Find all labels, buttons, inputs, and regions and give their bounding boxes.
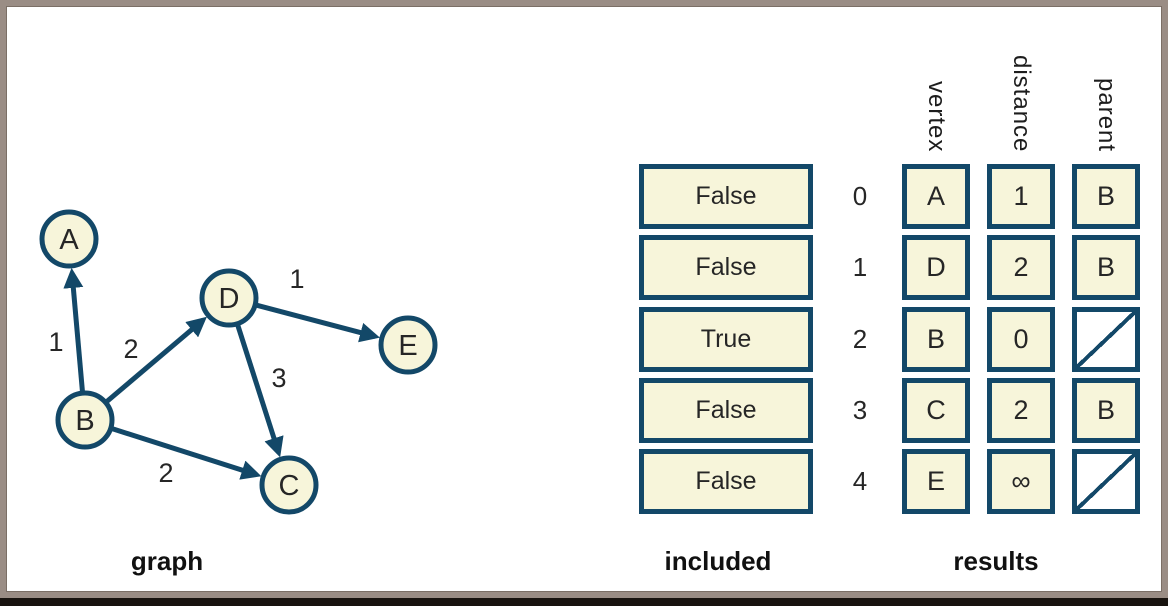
graph-node-B	[55, 390, 115, 450]
bottom-strip	[0, 598, 1168, 606]
vertex-cell: C	[902, 378, 970, 443]
row-index: 2	[852, 324, 868, 354]
edge-weight-label: 3	[271, 363, 287, 393]
parent-cell: B	[1072, 378, 1140, 443]
column-header-distance: distance	[987, 6, 1055, 152]
column-header-vertex: vertex	[902, 6, 970, 152]
included-caption: included	[664, 546, 772, 576]
graph-node-label: B	[75, 405, 94, 437]
graph-node-label: D	[219, 283, 240, 315]
graph-edge-B-C	[110, 426, 262, 480]
column-header-label: distance	[1008, 54, 1035, 152]
row-index: 4	[852, 466, 868, 496]
edge-weight-label: 1	[48, 327, 64, 357]
distance-cell: 1	[987, 164, 1055, 229]
results-caption: results	[953, 546, 1039, 576]
parent-null-cell	[1072, 449, 1140, 514]
column-header-label: parent	[1093, 77, 1120, 152]
graph-node-A	[39, 209, 99, 269]
column-header-label: vertex	[923, 80, 950, 152]
vertex-cell: E	[902, 449, 970, 514]
row-index: 0	[852, 181, 868, 211]
graph-node-label: A	[59, 224, 79, 256]
edge-weight-label: 1	[289, 264, 305, 294]
column-header-parent: parent	[1072, 6, 1140, 152]
parent-cell: B	[1072, 164, 1140, 229]
parent-cell: B	[1072, 235, 1140, 300]
distance-cell: ∞	[987, 449, 1055, 514]
included-box: False	[639, 449, 813, 514]
graph-edge-D-E	[255, 302, 380, 343]
vertex-cell: B	[902, 307, 970, 372]
graph-node-label: E	[398, 330, 417, 362]
graph-edge-B-D	[104, 316, 207, 404]
distance-cell: 2	[987, 235, 1055, 300]
graph-diagram: A B C D E	[39, 209, 438, 515]
row-index: 1	[852, 252, 868, 282]
distance-cell: 2	[987, 378, 1055, 443]
graph-edge-D-C	[235, 323, 284, 458]
vertex-cell: D	[902, 235, 970, 300]
included-box: False	[639, 235, 813, 300]
row-index: 3	[852, 395, 868, 425]
graph-node-E	[378, 315, 438, 375]
graph-node-C	[259, 455, 319, 515]
vertex-cell: A	[902, 164, 970, 229]
included-box: False	[639, 164, 813, 229]
edge-weight-label: 2	[123, 334, 139, 364]
included-box: True	[639, 307, 813, 372]
graph-node-D	[199, 268, 259, 328]
distance-cell: 0	[987, 307, 1055, 372]
included-box: False	[639, 378, 813, 443]
parent-null-cell	[1072, 307, 1140, 372]
graph-node-label: C	[279, 470, 300, 502]
edge-weight-label: 2	[158, 458, 174, 488]
graph-edge-B-A	[63, 267, 85, 393]
graph-caption: graph	[130, 546, 204, 576]
